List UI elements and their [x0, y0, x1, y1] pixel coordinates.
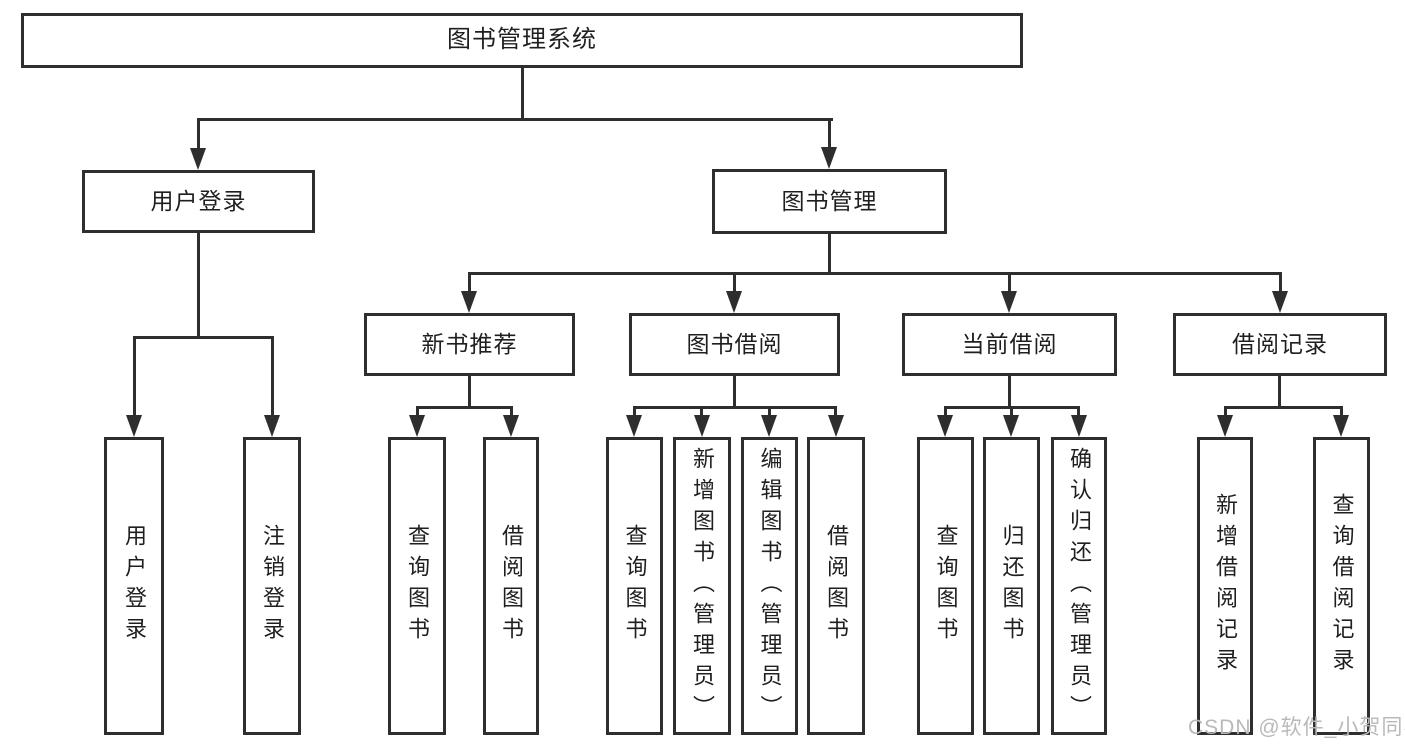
leaf-user-login: 用户登录 [104, 437, 164, 735]
leaf-query-books-current: 查询图书 [917, 437, 974, 735]
edge-bborrow-leaf3-stem [768, 406, 771, 417]
arrow-to-borrow-records [1272, 291, 1288, 313]
arrow-to-leaf-br-add [1217, 415, 1233, 437]
arrow-to-new-book-recommend [461, 291, 477, 313]
edge-bborrow-leaf4-stem [834, 406, 837, 417]
edge-bookmgmt-branch [468, 272, 1281, 275]
edge-bborrow-leaf2-stem [700, 406, 703, 417]
node-new-book-recommend: 新书推荐 [364, 313, 575, 376]
edge-bookborrow-stem [733, 272, 736, 293]
edge-brec-stem [1278, 376, 1281, 407]
arrow-to-book-borrow [726, 291, 742, 313]
leaf-add-borrow-record: 新增借阅记录 [1197, 437, 1253, 735]
leaf-query-borrow-record: 查询借阅记录 [1313, 437, 1370, 735]
leaf-borrow-books-recommend: 借阅图书 [483, 437, 539, 735]
edge-nbrec-leaf1-stem [416, 406, 419, 417]
edge-nbrec-branch [416, 406, 512, 409]
edge-bborrow-leaf1-stem [633, 406, 636, 417]
arrow-to-leaf-nb-borrow [503, 415, 519, 437]
edge-borrowrecords-stem [1279, 272, 1282, 293]
edge-nbrec-stem [468, 376, 471, 407]
arrow-to-leaf-logout [264, 415, 280, 437]
edge-bborrow-stem [733, 376, 736, 407]
edge-brec-leaf2-stem [1340, 406, 1343, 417]
edge-newbookrec-stem [468, 272, 471, 293]
leaf-borrow-books: 借阅图书 [807, 437, 865, 735]
edge-brec-branch [1224, 406, 1343, 409]
node-library-management-system: 图书管理系统 [21, 13, 1023, 68]
edge-userlogin-branch [133, 336, 274, 339]
arrow-to-leaf-nb-query [409, 415, 425, 437]
arrow-to-leaf-cb-query [937, 415, 953, 437]
node-user-login: 用户登录 [82, 170, 315, 233]
node-book-management: 图书管理 [712, 169, 947, 234]
arrow-to-book-management [821, 147, 837, 169]
edge-cborrow-leaf1-stem [944, 406, 947, 417]
arrow-to-leaf-bb-add [694, 415, 710, 437]
arrow-to-leaf-bb-edit [761, 415, 777, 437]
edge-userlogin-leaf2-stem [271, 336, 274, 417]
edge-root-stem [521, 68, 524, 118]
edge-root-bookmgmt-stem [828, 118, 831, 149]
arrow-to-leaf-cb-return [1003, 415, 1019, 437]
edge-nbrec-leaf2-stem [510, 406, 513, 417]
arrow-to-leaf-br-query [1333, 415, 1349, 437]
edge-currentborrow-stem [1008, 272, 1011, 293]
arrow-to-leaf-cb-confirm [1071, 415, 1087, 437]
arrow-to-leaf-bb-query [626, 415, 642, 437]
edge-brec-leaf1-stem [1224, 406, 1227, 417]
edge-bookmgmt-stem [828, 234, 831, 272]
leaf-query-books-recommend: 查询图书 [388, 437, 446, 735]
edge-cborrow-stem [1008, 376, 1011, 407]
arrow-to-leaf-bb-borrow [828, 415, 844, 437]
edge-root-userlogin-stem [197, 118, 200, 150]
edge-cborrow-leaf3-stem [1077, 406, 1080, 417]
node-borrow-records: 借阅记录 [1173, 313, 1387, 376]
leaf-add-books-admin: 新增图书（管理员） [673, 437, 731, 735]
edge-root-branch [197, 118, 833, 121]
csdn-watermark: CSDN @软件_小贺同学 [1188, 716, 1405, 739]
edge-userlogin-leaf1-stem [133, 336, 136, 417]
node-book-borrow: 图书借阅 [629, 313, 840, 376]
leaf-logout: 注销登录 [243, 437, 301, 735]
leaf-confirm-return-admin: 确认归还（管理员） [1051, 437, 1107, 735]
leaf-query-books-borrow: 查询图书 [606, 437, 663, 735]
leaf-return-books: 归还图书 [983, 437, 1040, 735]
node-current-borrow: 当前借阅 [902, 313, 1117, 376]
edge-cborrow-leaf2-stem [1010, 406, 1013, 417]
arrow-to-leaf-user-login [126, 415, 142, 437]
arrow-to-current-borrow [1001, 291, 1017, 313]
arrow-to-user-login [190, 148, 206, 170]
edge-userlogin-stem [197, 233, 200, 336]
edge-bborrow-branch [633, 406, 837, 409]
leaf-edit-books-admin: 编辑图书（管理员） [741, 437, 798, 735]
